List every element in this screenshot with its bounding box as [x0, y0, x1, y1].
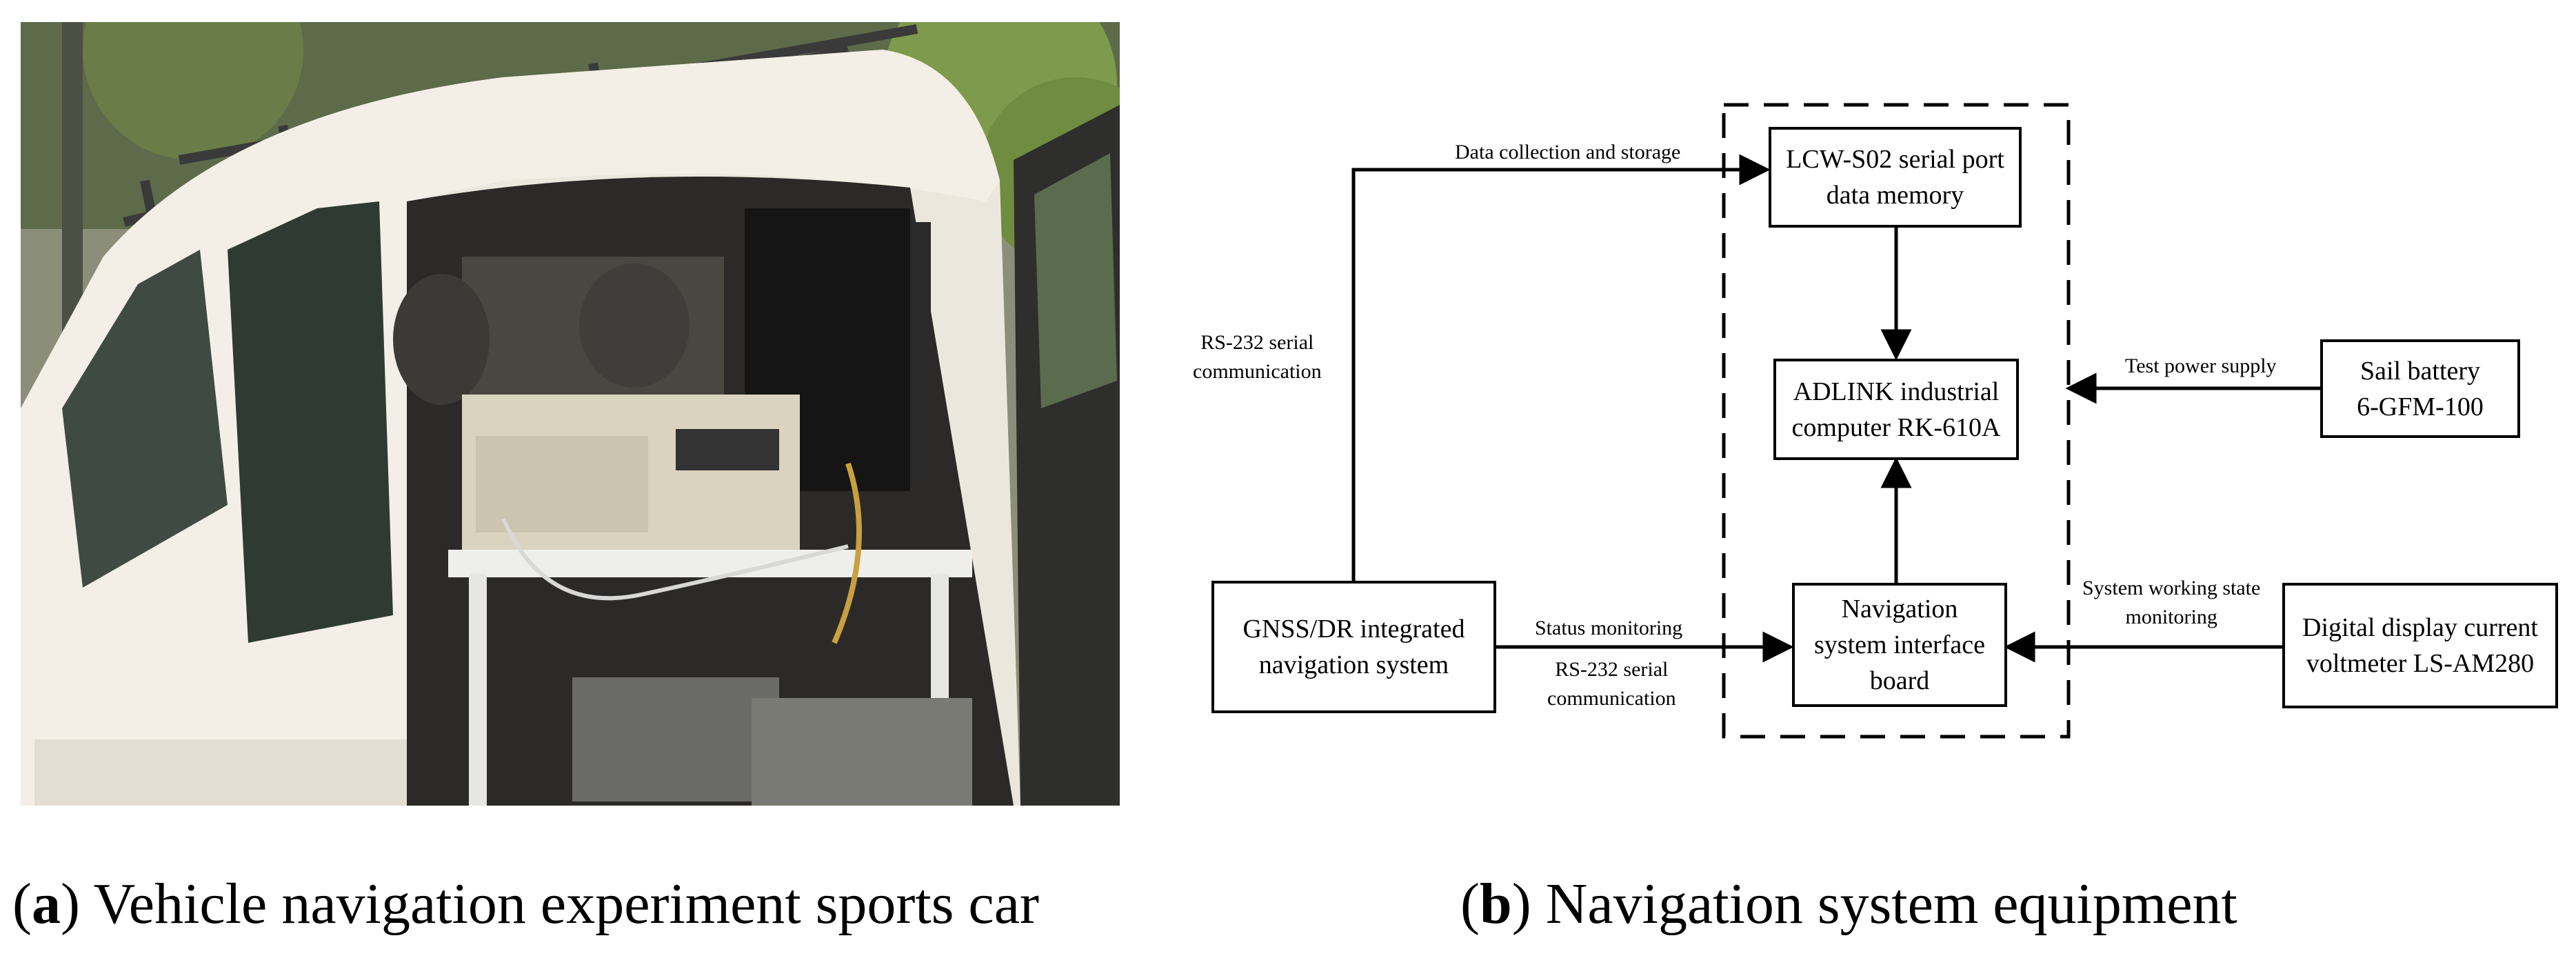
battery-line2: 6-GFM-100	[2357, 392, 2484, 421]
arrow-data-collection	[1351, 154, 1771, 581]
label-data-collection: Data collection and storage	[1455, 141, 1681, 163]
sail-battery-box: Sail battery 6-GFM-100	[2320, 339, 2520, 438]
caption-a-text: Vehicle navigation experiment sports car	[93, 872, 1039, 936]
lcw-line1: LCW-S02 serial port	[1786, 145, 2004, 174]
label-rs232-left-2: communication	[1193, 360, 1322, 383]
voltmeter-line1: Digital display current	[2302, 613, 2538, 642]
lcw-memory-box: LCW-S02 serial port data memory	[1769, 127, 2022, 228]
caption-b-letter: b	[1479, 872, 1512, 936]
label-system-state: System working state monitoring	[2082, 574, 2260, 632]
label-status-monitoring: Status monitoring	[1535, 617, 1683, 639]
gnss-line1: GNSS/DR integrated	[1242, 615, 1465, 644]
interface-line1: Navigation	[1841, 595, 1958, 624]
label-system-state-2: monitoring	[2125, 606, 2217, 628]
label-rs232-bottom-2: communication	[1547, 687, 1676, 710]
gnss-line2: navigation system	[1258, 650, 1449, 679]
battery-line1: Sail battery	[2359, 356, 2481, 386]
interface-line3: board	[1869, 666, 1930, 695]
dashed-enclosure	[1722, 103, 2071, 739]
adlink-line2: computer RK-610A	[1791, 412, 2001, 442]
vehicle-photo	[21, 22, 1120, 806]
lcw-line2: data memory	[1826, 181, 1964, 210]
voltmeter-box: Digital display current voltmeter LS-AM28…	[2282, 583, 2558, 708]
adlink-computer-box: ADLINK industrial computer RK-610A	[1773, 359, 2019, 460]
voltmeter-line2: voltmeter LS-AM280	[2306, 649, 2535, 678]
caption-b-text: Navigation system equipment	[1545, 872, 2237, 936]
gnss-dr-box: GNSS/DR integrated navigation system	[1211, 581, 1496, 713]
label-rs232-bottom-1: RS-232 serial	[1555, 658, 1669, 681]
label-rs232-left: RS-232 serial communication	[1193, 328, 1322, 386]
caption-a-letter: a	[31, 872, 61, 936]
label-rs232-left-1: RS-232 serial	[1200, 331, 1314, 354]
interface-line2: system interface	[1814, 630, 1985, 659]
caption-a: (a) Vehicle navigation experiment sports…	[12, 872, 1039, 936]
label-test-power: Test power supply	[2125, 355, 2277, 377]
label-system-state-1: System working state	[2082, 577, 2261, 599]
caption-b: (b) Navigation system equipment	[1460, 872, 2237, 936]
interface-board-box: Navigation system interface board	[1792, 583, 2007, 707]
label-rs232-bottom: RS-232 serial communication	[1547, 655, 1676, 713]
adlink-line1: ADLINK industrial	[1793, 377, 2000, 406]
